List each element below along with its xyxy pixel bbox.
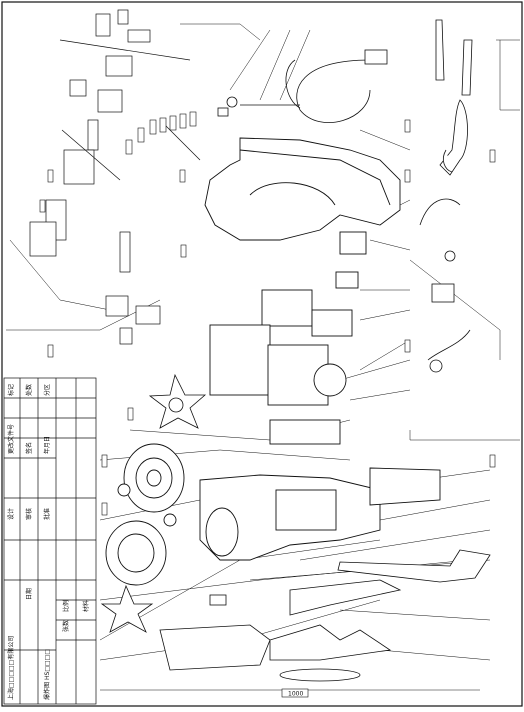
callout-tags	[39, 119, 496, 516]
drawing-name: 爆炸图	[43, 682, 51, 700]
bottom-dimension-box	[281, 688, 309, 698]
revision-header-0: 标记	[7, 384, 15, 396]
impeller-upper	[148, 373, 207, 429]
revision-header-3: 更改文件号	[7, 424, 15, 454]
lower-parts	[159, 549, 491, 682]
material-label: 材料	[82, 600, 90, 612]
scale-label: 比例	[62, 600, 70, 612]
title-block-text: 上海□□□□□有限公司 HS□□□□ 爆炸图 设计 审核 批准 比例 张数 材料…	[7, 508, 90, 700]
revision-header-4: 签名	[25, 442, 33, 454]
company-name: 上海□□□□□有限公司	[7, 636, 15, 700]
wand-nozzles	[419, 198, 471, 373]
revision-header-5: 年月日	[43, 436, 51, 454]
revision-header-1: 处数	[25, 384, 33, 396]
date-label: 日期	[25, 588, 33, 600]
revision-header-2: 分区	[43, 384, 51, 396]
sheet-label: 张数	[62, 620, 70, 632]
drawn-by-label: 设计	[7, 508, 15, 520]
left-parts-column	[29, 9, 201, 345]
hose-assembly	[217, 49, 388, 124]
spray-gun	[435, 19, 473, 176]
revision-table: 标记 处数 分区 更改文件号 签名 年月日	[7, 384, 51, 454]
impeller-lower	[100, 584, 154, 633]
approved-by-label: 批准	[43, 508, 51, 520]
wheel	[105, 443, 185, 586]
main-body	[199, 467, 441, 561]
top-housing	[204, 137, 401, 241]
motor-pump	[209, 231, 367, 445]
checked-by-label: 审核	[25, 508, 33, 520]
title-block	[3, 377, 97, 705]
screws-cluster	[125, 111, 197, 155]
bottom-dimension: 1000	[288, 691, 303, 698]
product-code: HS□□□□	[44, 649, 51, 680]
